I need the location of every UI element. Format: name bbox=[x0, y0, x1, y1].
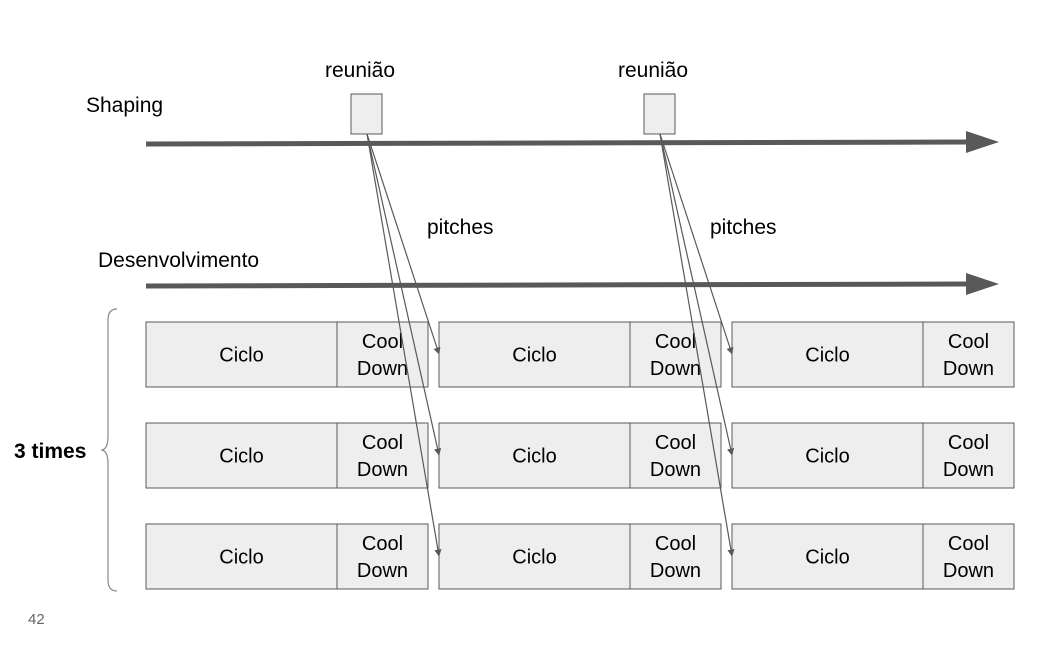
cooldown-label-line1: Cool bbox=[362, 533, 403, 555]
cooldown-label-line1: Cool bbox=[948, 331, 989, 353]
cooldown-cell bbox=[922, 422, 1015, 489]
development-label: Desenvolvimento bbox=[98, 249, 259, 272]
ciclo-label: Ciclo bbox=[512, 345, 556, 367]
cooldown-cell bbox=[336, 321, 429, 388]
cycle-rows: CicloCoolDownCicloCoolDownCicloCoolDownC… bbox=[145, 321, 1015, 590]
ciclo-cell bbox=[731, 523, 924, 590]
pitch-arrows bbox=[366, 133, 735, 557]
ciclo-label: Ciclo bbox=[219, 345, 263, 367]
cooldown-cell bbox=[629, 523, 722, 590]
cooldown-label-line2: Down bbox=[943, 459, 994, 481]
pitch-arrow bbox=[659, 133, 735, 456]
meeting-label: reunião bbox=[325, 59, 395, 82]
pitches-label-1: pitches bbox=[427, 216, 494, 239]
pitch-arrow bbox=[366, 133, 442, 456]
cooldown-label-line2: Down bbox=[943, 358, 994, 380]
cooldown-label-line1: Cool bbox=[655, 331, 696, 353]
shaping-timeline bbox=[145, 131, 999, 153]
cooldown-label-line1: Cool bbox=[948, 432, 989, 454]
ciclo-label: Ciclo bbox=[805, 547, 849, 569]
cooldown-label-line2: Down bbox=[650, 459, 701, 481]
pitches-label-2: pitches bbox=[710, 216, 777, 239]
cooldown-label-line1: Cool bbox=[362, 331, 403, 353]
cooldown-label-line1: Cool bbox=[655, 533, 696, 555]
ciclo-cell bbox=[145, 321, 338, 388]
ciclo-label: Ciclo bbox=[512, 547, 556, 569]
cooldown-cell bbox=[922, 523, 1015, 590]
cooldown-cell bbox=[336, 422, 429, 489]
shaping-label: Shaping bbox=[86, 94, 163, 117]
ciclo-cell bbox=[145, 422, 338, 489]
group-brace bbox=[100, 308, 118, 592]
cooldown-cell bbox=[922, 321, 1015, 388]
cooldown-cell bbox=[629, 422, 722, 489]
meeting-box bbox=[643, 93, 676, 135]
ciclo-label: Ciclo bbox=[219, 547, 263, 569]
meeting-1: reunião bbox=[325, 59, 395, 135]
ciclo-label: Ciclo bbox=[805, 446, 849, 468]
cooldown-cell bbox=[336, 523, 429, 590]
ciclo-cell bbox=[145, 523, 338, 590]
cooldown-label-line2: Down bbox=[650, 560, 701, 582]
meeting-2: reunião bbox=[618, 59, 688, 135]
cooldown-label-line1: Cool bbox=[362, 432, 403, 454]
meeting-box bbox=[350, 93, 383, 135]
page-number: 42 bbox=[28, 611, 45, 628]
group-label: 3 times bbox=[14, 440, 86, 463]
meeting-label: reunião bbox=[618, 59, 688, 82]
ciclo-cell bbox=[438, 523, 631, 590]
ciclo-label: Ciclo bbox=[805, 345, 849, 367]
cooldown-label-line1: Cool bbox=[655, 432, 696, 454]
ciclo-label: Ciclo bbox=[512, 446, 556, 468]
ciclo-cell bbox=[731, 321, 924, 388]
cooldown-cell bbox=[629, 321, 722, 388]
cooldown-label-line2: Down bbox=[357, 459, 408, 481]
cooldown-label-line2: Down bbox=[650, 358, 701, 380]
pitch-arrow bbox=[659, 133, 734, 355]
cooldown-label-line2: Down bbox=[357, 358, 408, 380]
cooldown-label-line1: Cool bbox=[948, 533, 989, 555]
pitch-arrow bbox=[659, 133, 735, 557]
cooldown-label-line2: Down bbox=[357, 560, 408, 582]
pitch-arrow bbox=[366, 133, 442, 557]
ciclo-cell bbox=[438, 321, 631, 388]
development-timeline bbox=[145, 273, 999, 295]
pitch-arrow bbox=[366, 133, 441, 355]
ciclo-label: Ciclo bbox=[219, 446, 263, 468]
cooldown-label-line2: Down bbox=[943, 560, 994, 582]
